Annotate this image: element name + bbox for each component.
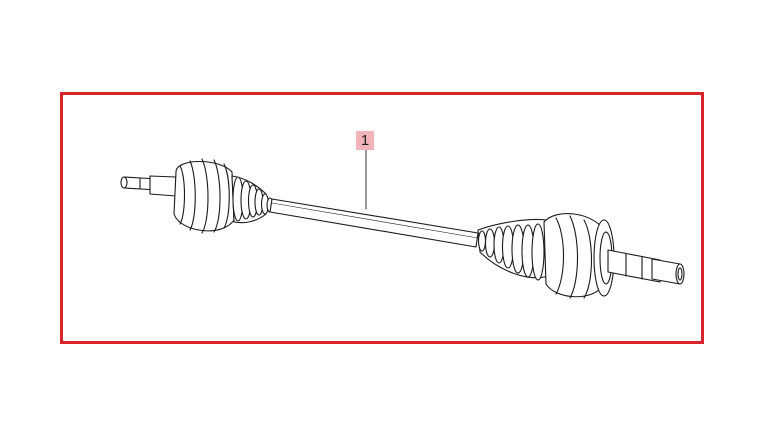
main-shaft	[269, 198, 479, 248]
left-stub-shaft	[120, 175, 177, 197]
diagram-frame	[60, 92, 704, 344]
left-cv-boot	[231, 175, 274, 224]
right-flange	[593, 219, 615, 297]
left-cv-joint	[173, 158, 235, 234]
part-callout-1[interactable]: 1	[356, 131, 374, 150]
right-stub-shaft	[607, 249, 685, 285]
right-cv-joint	[543, 213, 605, 299]
right-cv-boot	[477, 218, 549, 281]
